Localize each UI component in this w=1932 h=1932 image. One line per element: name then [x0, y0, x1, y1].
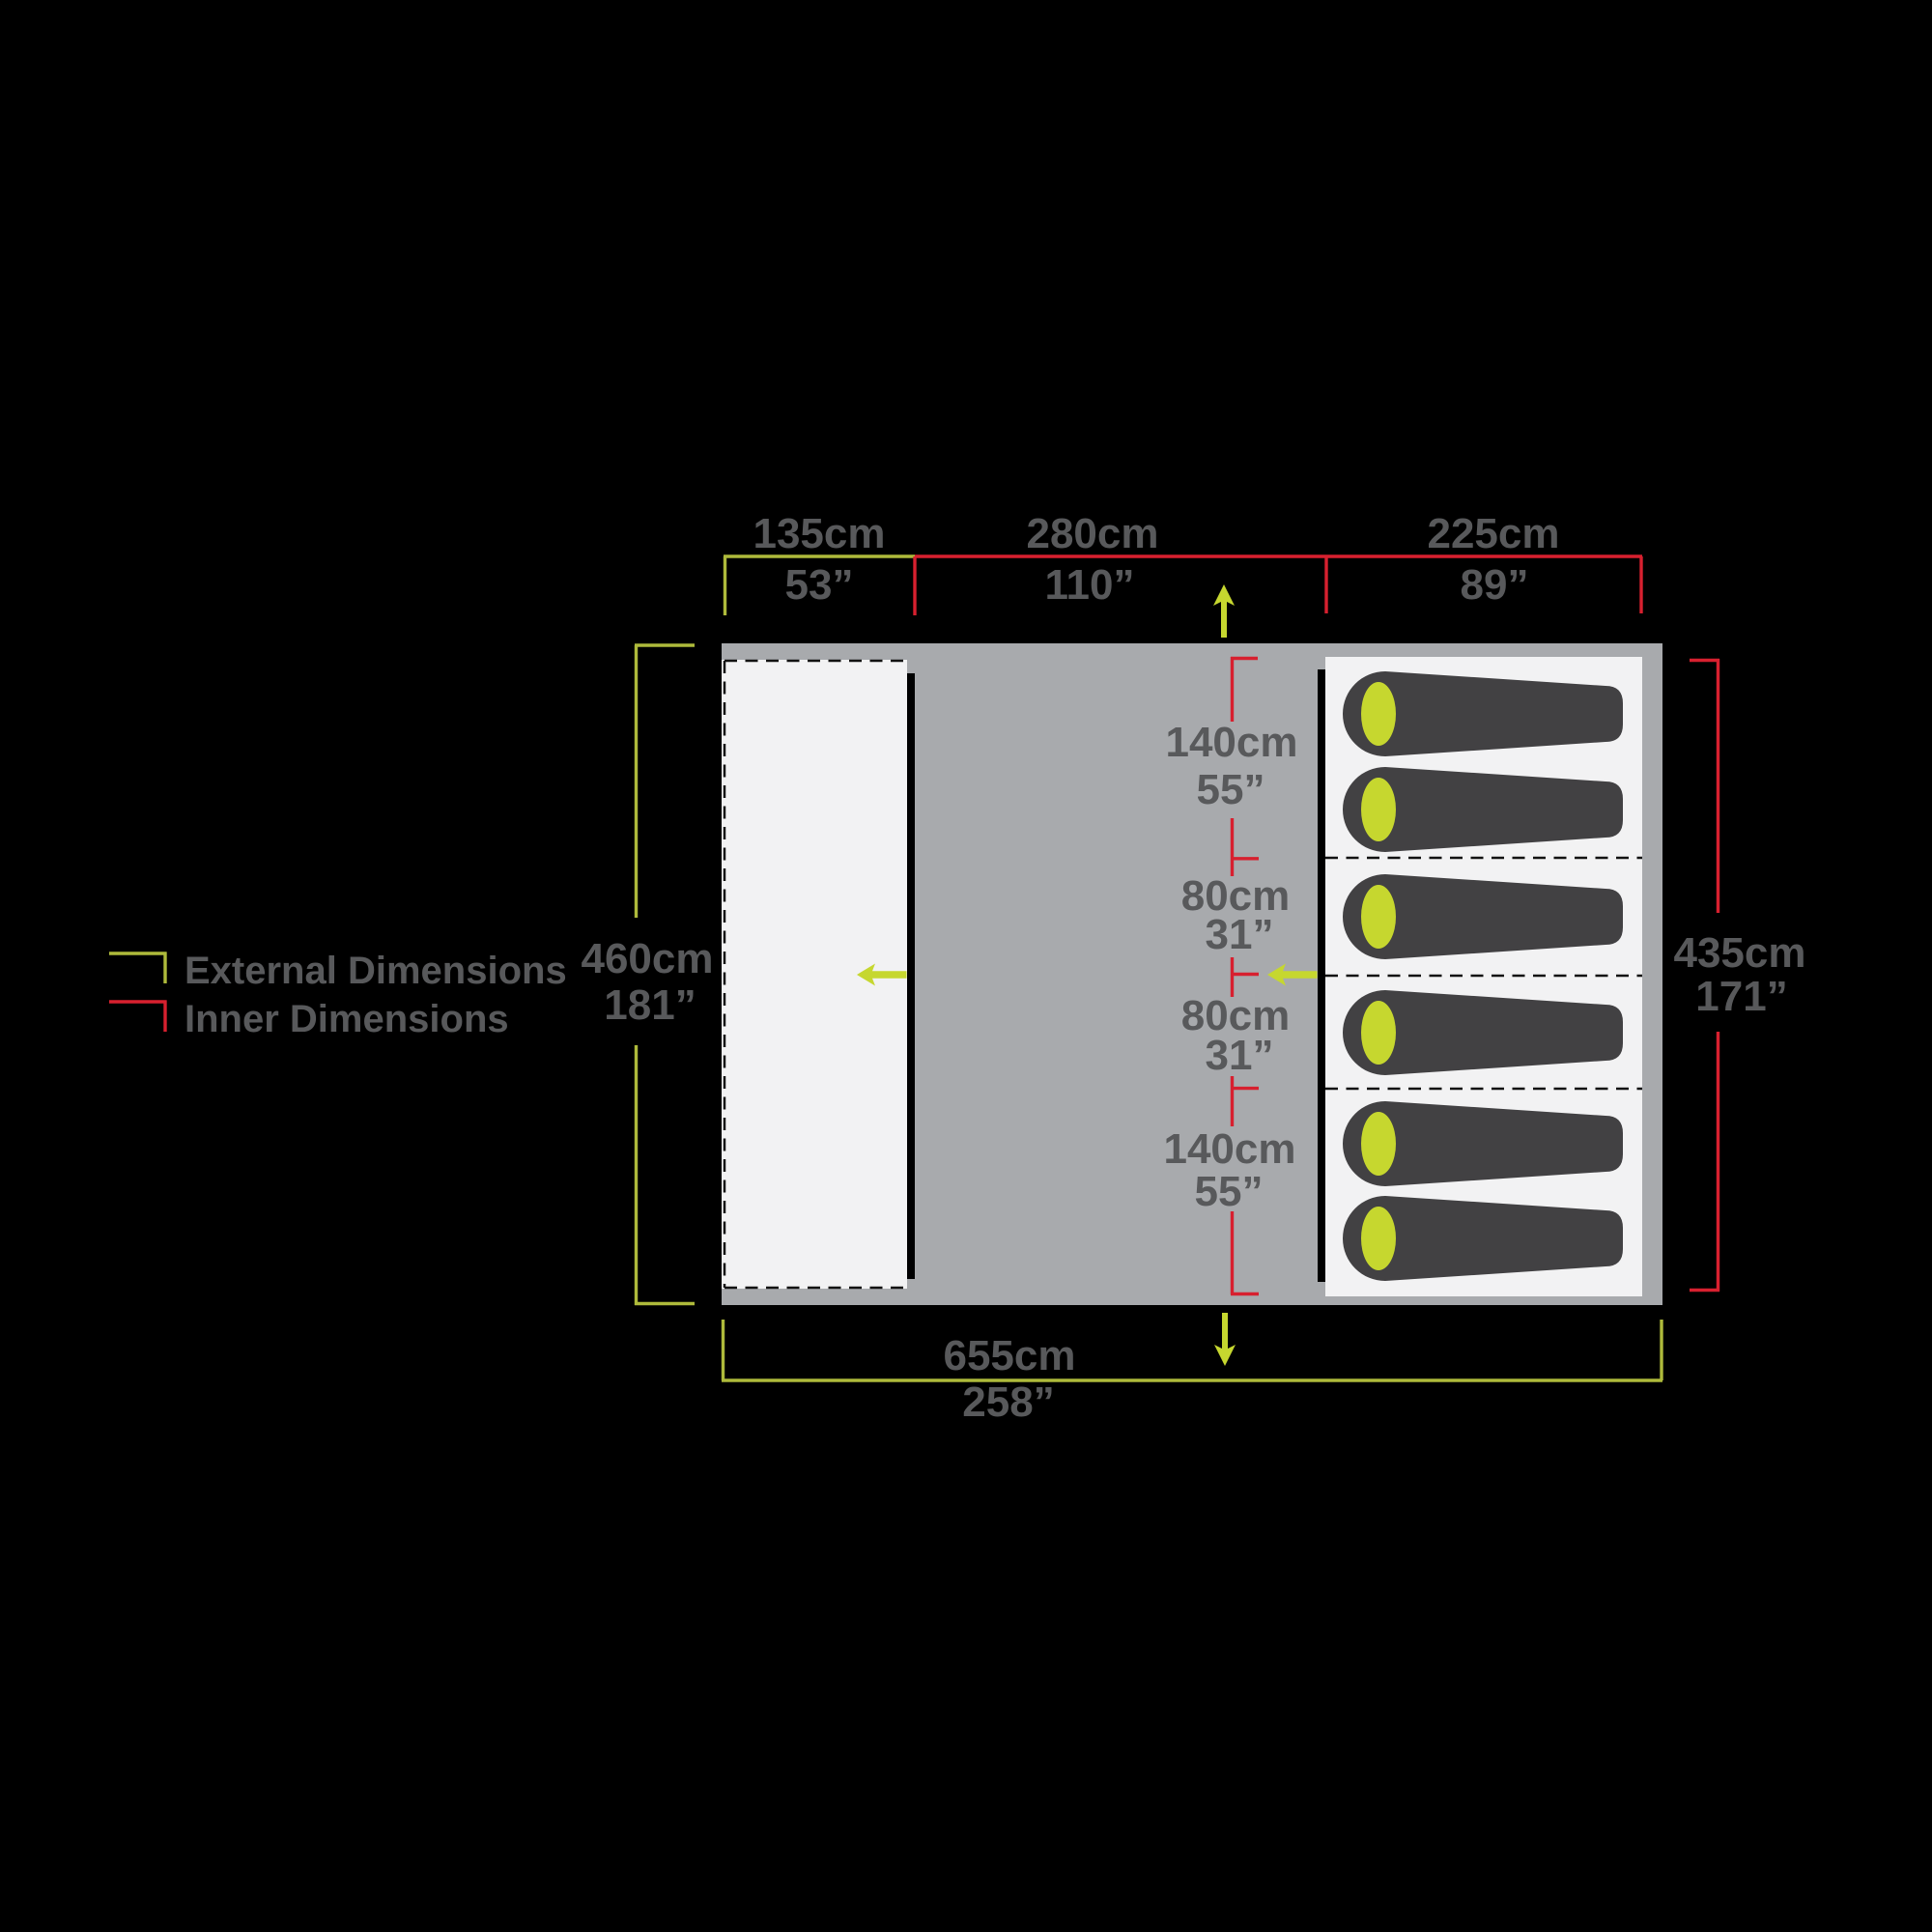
svg-text:External Dimensions: External Dimensions: [185, 950, 567, 992]
svg-text:31”: 31”: [1206, 1032, 1274, 1079]
svg-text:435cm: 435cm: [1673, 929, 1805, 977]
svg-text:Inner Dimensions: Inner Dimensions: [185, 998, 509, 1040]
svg-text:31”: 31”: [1206, 911, 1274, 958]
svg-text:655cm: 655cm: [943, 1332, 1075, 1379]
svg-text:225cm: 225cm: [1427, 510, 1559, 557]
svg-text:89”: 89”: [1461, 561, 1529, 609]
svg-text:460cm: 460cm: [581, 935, 713, 982]
svg-text:171”: 171”: [1695, 973, 1787, 1020]
svg-text:55”: 55”: [1197, 766, 1265, 813]
svg-text:110”: 110”: [1045, 561, 1135, 609]
svg-text:135cm: 135cm: [753, 510, 885, 557]
svg-text:181”: 181”: [604, 981, 696, 1029]
svg-text:53”: 53”: [785, 561, 854, 609]
svg-text:55”: 55”: [1195, 1168, 1264, 1215]
svg-text:80cm: 80cm: [1181, 992, 1291, 1039]
svg-text:258”: 258”: [962, 1378, 1054, 1426]
svg-text:140cm: 140cm: [1163, 1125, 1295, 1173]
svg-text:280cm: 280cm: [1026, 510, 1158, 557]
svg-text:80cm: 80cm: [1181, 872, 1291, 920]
svg-text:140cm: 140cm: [1165, 719, 1297, 766]
